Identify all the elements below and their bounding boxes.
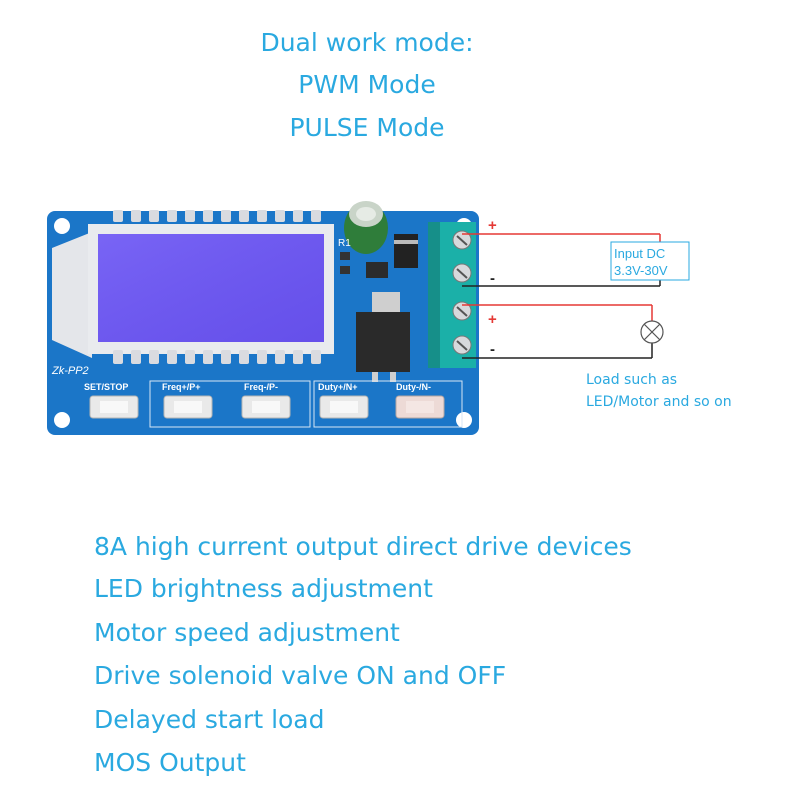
diode-band — [394, 240, 418, 244]
terminal-shadow — [428, 222, 440, 368]
mount-hole — [54, 218, 70, 234]
feature-item: Delayed start load — [94, 705, 325, 734]
feature-item: Drive solenoid valve ON and OFF — [94, 661, 507, 690]
mount-hole — [54, 412, 70, 428]
button-label-duty-plus: Duty+/N+ — [318, 382, 358, 392]
smd-resistor — [340, 252, 350, 260]
button-label-set-stop: SET/STOP — [84, 382, 128, 392]
lcd-backlight-shadow — [52, 232, 92, 358]
smd-chip — [366, 262, 388, 278]
feature-item: MOS Output — [94, 748, 246, 777]
load-note-line-1: Load such as — [586, 372, 678, 388]
input-dc-voltage: 3.3V-30V — [614, 263, 668, 278]
board-resistor-label: R1 — [338, 238, 351, 249]
feature-item: LED brightness adjustment — [94, 574, 433, 603]
freq-button-group — [149, 380, 311, 428]
smd-resistor — [340, 266, 350, 274]
feature-item: 8A high current output direct drive devi… — [94, 532, 632, 561]
lcd-bottom-pins — [113, 350, 321, 364]
load-note-line-2: LED/Motor and so on — [586, 394, 732, 410]
header-line-2: PWM Mode — [298, 70, 436, 99]
polarity-load-plus: + — [488, 311, 497, 328]
mosfet-pins — [372, 292, 400, 312]
header-line-1: Dual work mode: — [260, 28, 474, 57]
lcd-top-pins — [113, 210, 321, 222]
duty-button-group — [313, 380, 463, 428]
diode — [394, 234, 418, 268]
button-label-freq-minus: Freq-/P- — [244, 382, 278, 392]
lamp-icon — [640, 320, 664, 344]
mosfet — [356, 312, 410, 372]
button-label-freq-plus: Freq+/P+ — [162, 382, 201, 392]
polarity-input-plus: + — [488, 217, 497, 234]
feature-item: Motor speed adjustment — [94, 618, 400, 647]
lcd-sheen — [98, 234, 324, 342]
capacitor-icon — [344, 201, 388, 254]
mosfet-leg — [390, 372, 396, 382]
board-model-label: Zk-PP2 — [51, 365, 89, 377]
mosfet-leg — [372, 372, 378, 382]
mount-hole — [456, 412, 472, 428]
button-label-duty-minus: Duty-/N- — [396, 382, 431, 392]
terminal-screw-icon — [452, 230, 472, 355]
pcb-illustration: Zk-PP2 R1 SET/STOP Freq+/P+ Freq-/P- Dut… — [47, 201, 690, 435]
polarity-load-minus: - — [490, 341, 495, 358]
input-dc-label: Input DC — [614, 246, 665, 261]
header-line-3: PULSE Mode — [289, 113, 445, 142]
input-dc-box — [610, 241, 690, 281]
polarity-input-minus: - — [490, 270, 495, 287]
